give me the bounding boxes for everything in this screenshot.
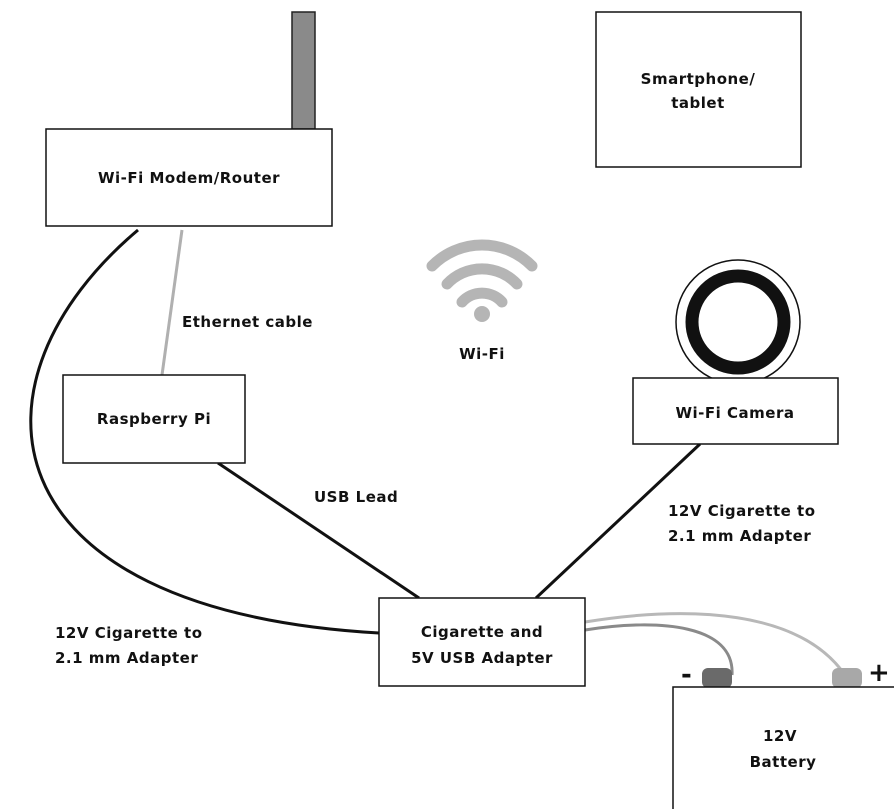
adapter-label-line2: 5V USB Adapter (411, 649, 553, 667)
camera-lens-icon (675, 259, 801, 385)
wifi-label: Wi-Fi (459, 345, 505, 363)
plus-sign: + (868, 658, 890, 688)
positive-wire (584, 612, 847, 676)
battery-label-line1: 12V (763, 727, 797, 745)
ethernet-cable (160, 229, 184, 376)
battery-box: 12V Battery (672, 686, 894, 809)
negative-terminal (702, 668, 732, 688)
right-adapter-label-line1: 12V Cigarette to (668, 502, 816, 520)
raspberry-pi-box: Raspberry Pi (62, 374, 246, 464)
ethernet-label: Ethernet cable (182, 313, 313, 331)
positive-terminal (832, 668, 862, 688)
smartphone-box: Smartphone/ tablet (595, 11, 802, 168)
smartphone-label-line1: Smartphone/ (641, 70, 756, 88)
battery-label-line2: Battery (750, 753, 817, 771)
usb-lead-label: USB Lead (314, 488, 398, 506)
wifi-icon (426, 239, 538, 322)
camera-cable (534, 442, 702, 600)
negative-wire (584, 623, 734, 676)
camera-box: Wi-Fi Camera (632, 377, 839, 445)
adapter-box: Cigarette and 5V USB Adapter (378, 597, 586, 687)
adapter-label-line1: Cigarette and (421, 623, 543, 641)
raspberry-pi-label: Raspberry Pi (97, 410, 211, 428)
minus-sign: - (681, 660, 692, 690)
router-label: Wi-Fi Modem/Router (98, 169, 280, 187)
router-antenna (291, 11, 316, 130)
left-adapter-label-line2: 2.1 mm Adapter (55, 649, 198, 667)
router-box: Wi-Fi Modem/Router (45, 128, 333, 227)
camera-label: Wi-Fi Camera (676, 404, 795, 422)
right-adapter-label-line2: 2.1 mm Adapter (668, 527, 811, 545)
router-to-adapter-cable (29, 228, 380, 635)
smartphone-label-line2: tablet (671, 94, 725, 112)
left-adapter-label-line1: 12V Cigarette to (55, 624, 203, 642)
usb-lead (217, 461, 420, 600)
